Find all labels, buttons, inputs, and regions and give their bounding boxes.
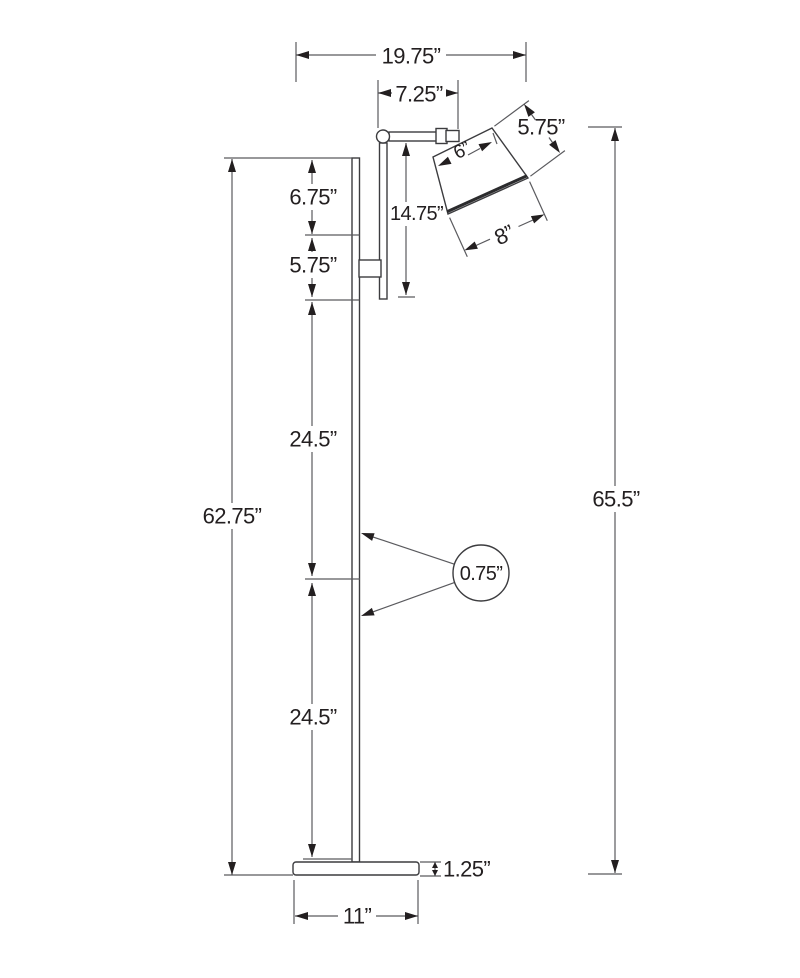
dimension-labels: 19.75” 7.25” 5.75” 6” 8” 14.75” 6.75” 5.… (203, 44, 641, 929)
lamp-arm (388, 131, 438, 142)
lamp-pole-bracket (358, 259, 382, 278)
dim-label-shade-slant: 5.75” (517, 115, 564, 140)
label-masks (197, 44, 646, 928)
dim-label-pole-segment-1: 6.75” (289, 185, 336, 210)
lamp-base (292, 861, 420, 876)
lamp-shade (432, 127, 530, 215)
extension-lines (224, 42, 622, 924)
lamp-structure (292, 127, 530, 876)
dim-label-arm-length: 7.25” (395, 82, 442, 107)
lamp-arm-end (445, 129, 460, 143)
lamp-ball-joint (375, 129, 391, 144)
dim-label-head-height: 14.75” (390, 203, 443, 225)
arrowheads (228, 51, 619, 920)
dim-label-pole-diameter: 0.75” (460, 563, 503, 585)
dim-label-pole-segment-2: 5.75” (289, 253, 336, 278)
dim-label-shade-bottom: 8” (490, 220, 517, 250)
dim-label-overall-depth: 19.75” (382, 44, 441, 69)
lamp-shade-rim (446, 174, 528, 214)
dim-label-pole-height: 62.75” (203, 504, 262, 529)
pole-diameter-callout-circle (452, 544, 510, 602)
dim-label-base-height: 1.25” (443, 857, 490, 882)
dim-label-pole-segment-4: 24.5” (289, 705, 336, 730)
dim-label-overall-height: 65.5” (592, 487, 639, 512)
dim-label-pole-segment-3: 24.5” (289, 427, 336, 452)
dim-label-base-width: 11” (343, 904, 372, 929)
